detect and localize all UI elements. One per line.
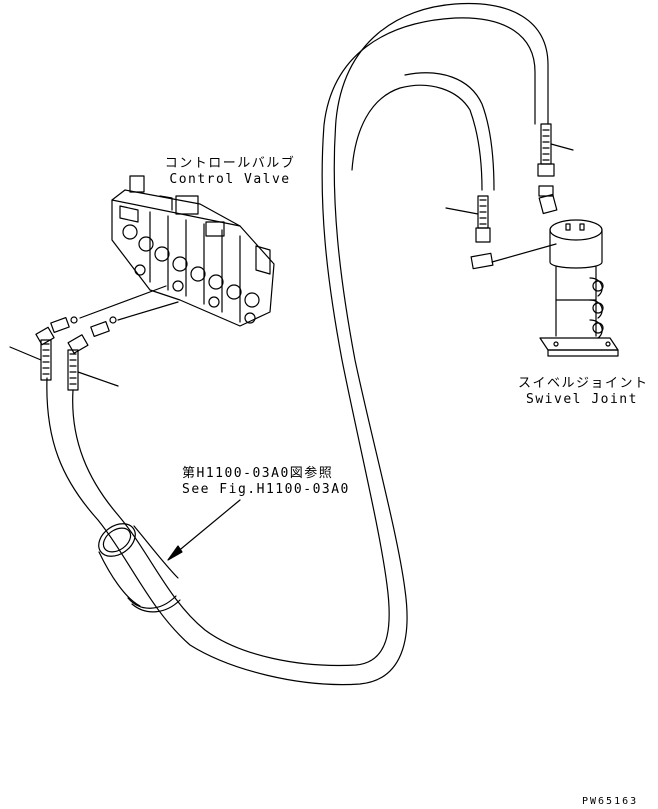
swivel-upper-fittings [445, 123, 574, 270]
left-hose-fittings [9, 285, 179, 391]
drawing-id: PW65163 [582, 796, 639, 807]
hose-loop [46, 2, 549, 686]
reference-label-en: See Fig.H1100-03A0 [182, 482, 350, 497]
swivel-joint-label-jp: スイベルジョイント [518, 376, 649, 391]
control-valve-label-jp: コントロールバルブ [164, 156, 296, 171]
control-valve-label-en: Control Valve [169, 172, 291, 187]
reference-label-jp: 第H1100-03A0図参照 [182, 466, 334, 481]
swivel-joint-label-en: Swivel Joint [526, 392, 638, 407]
control-valve [111, 175, 275, 327]
swivel-joint [539, 219, 619, 357]
hose-protector [98, 523, 181, 613]
reference-leader [167, 499, 241, 561]
